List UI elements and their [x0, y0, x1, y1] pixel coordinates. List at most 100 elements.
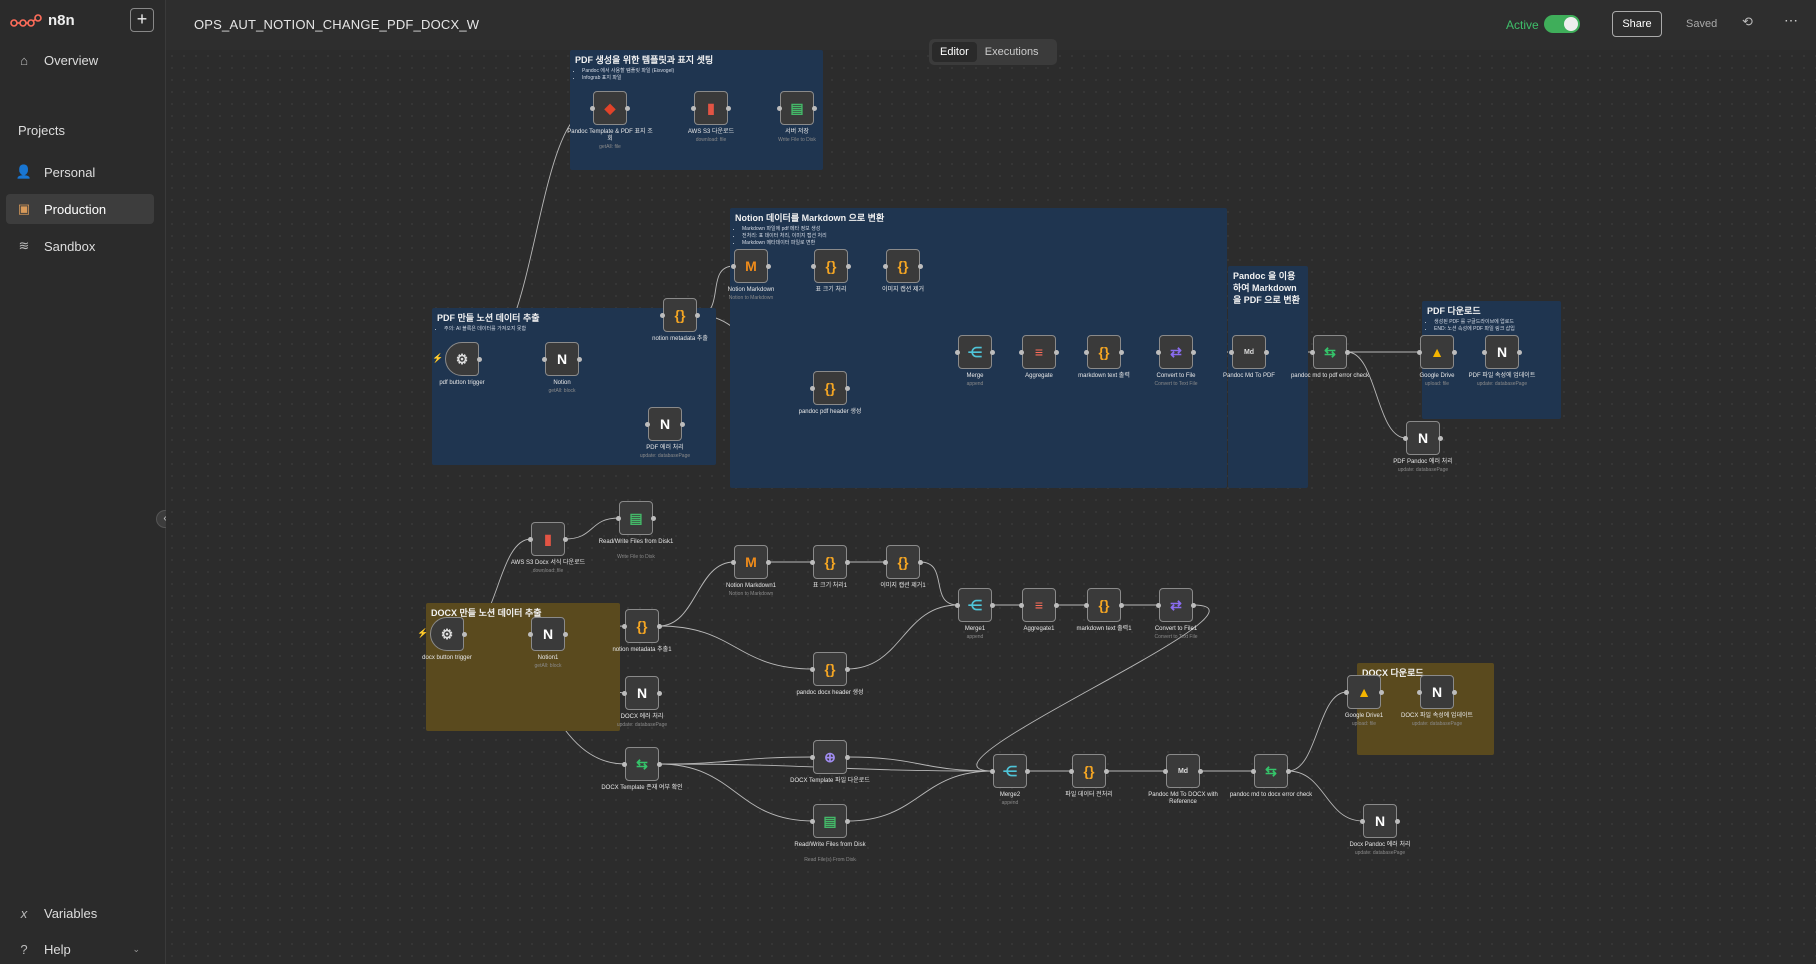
- output-port[interactable]: [1379, 690, 1384, 695]
- input-port[interactable]: [810, 755, 815, 760]
- output-port[interactable]: [1104, 769, 1109, 774]
- workflow-node[interactable]: N: [648, 407, 682, 441]
- input-port[interactable]: [1417, 350, 1422, 355]
- input-port[interactable]: [1360, 819, 1365, 824]
- workflow-node[interactable]: {}: [813, 371, 847, 405]
- n8n-logo[interactable]: n8n: [10, 12, 75, 29]
- input-port[interactable]: [1084, 350, 1089, 355]
- workflow-node[interactable]: ⚙: [430, 617, 464, 651]
- sticky-note[interactable]: Pandoc 을 이용하여 Markdown을 PDF 으로 변환: [1228, 266, 1308, 488]
- output-port[interactable]: [625, 106, 630, 111]
- workflow-node[interactable]: ⇆: [1254, 754, 1288, 788]
- input-port[interactable]: [810, 386, 815, 391]
- input-port[interactable]: [528, 632, 533, 637]
- workflow-node[interactable]: ⇄: [1159, 335, 1193, 369]
- workflow-title[interactable]: OPS_AUT_NOTION_CHANGE_PDF_DOCX_W: [194, 17, 480, 32]
- output-port[interactable]: [1452, 350, 1457, 355]
- output-port[interactable]: [990, 350, 995, 355]
- workflow-node[interactable]: ⋲: [958, 335, 992, 369]
- connection-line[interactable]: [564, 517, 620, 540]
- input-port[interactable]: [1156, 603, 1161, 608]
- connection-line[interactable]: [1287, 770, 1364, 822]
- workflow-node[interactable]: ⇆: [1313, 335, 1347, 369]
- output-port[interactable]: [845, 819, 850, 824]
- active-toggle[interactable]: [1544, 15, 1580, 33]
- connection-line[interactable]: [1287, 691, 1348, 772]
- input-port[interactable]: [590, 106, 595, 111]
- input-port[interactable]: [1229, 350, 1234, 355]
- input-port[interactable]: [691, 106, 696, 111]
- output-port[interactable]: [651, 516, 656, 521]
- workflow-node[interactable]: ▤: [813, 804, 847, 838]
- workflow-node[interactable]: ▤: [619, 501, 653, 535]
- input-port[interactable]: [990, 769, 995, 774]
- connection-line[interactable]: [658, 756, 814, 765]
- workflow-node[interactable]: ⇆: [625, 747, 659, 781]
- input-port[interactable]: [622, 691, 627, 696]
- output-port[interactable]: [1345, 350, 1350, 355]
- output-port[interactable]: [766, 264, 771, 269]
- add-button[interactable]: +: [130, 8, 154, 32]
- input-port[interactable]: [660, 313, 665, 318]
- workflow-node[interactable]: ▲: [1347, 675, 1381, 709]
- input-port[interactable]: [542, 357, 547, 362]
- output-port[interactable]: [766, 560, 771, 565]
- workflow-node[interactable]: ◆: [593, 91, 627, 125]
- output-port[interactable]: [812, 106, 817, 111]
- connection-line[interactable]: [976, 604, 1210, 772]
- sidebar-item-sandbox[interactable]: ≋ Sandbox: [6, 231, 154, 261]
- output-port[interactable]: [1286, 769, 1291, 774]
- workflow-node[interactable]: Md: [1232, 335, 1266, 369]
- input-port[interactable]: [1163, 769, 1168, 774]
- workflow-canvas[interactable]: PDF 생성을 위한 템플릿과 표지 셋팅Pandoc 에서 사용할 템플릿 파…: [166, 50, 1816, 964]
- output-port[interactable]: [657, 691, 662, 696]
- output-port[interactable]: [1198, 769, 1203, 774]
- sticky-note[interactable]: PDF 만들 노션 데이터 추출주의: AI 블록은 데이터를 가져오지 못함: [432, 308, 716, 465]
- connection-line[interactable]: [846, 770, 994, 822]
- input-port[interactable]: [622, 762, 627, 767]
- output-port[interactable]: [1054, 350, 1059, 355]
- input-port[interactable]: [1019, 350, 1024, 355]
- output-port[interactable]: [577, 357, 582, 362]
- input-port[interactable]: [1310, 350, 1315, 355]
- output-port[interactable]: [1191, 350, 1196, 355]
- history-icon[interactable]: ⟲: [1742, 14, 1753, 29]
- output-port[interactable]: [846, 264, 851, 269]
- input-port[interactable]: [883, 560, 888, 565]
- input-port[interactable]: [731, 264, 736, 269]
- output-port[interactable]: [726, 106, 731, 111]
- connection-line[interactable]: [919, 561, 959, 606]
- input-port[interactable]: [528, 537, 533, 542]
- output-port[interactable]: [845, 667, 850, 672]
- connection-line[interactable]: [846, 756, 994, 772]
- input-port[interactable]: [731, 560, 736, 565]
- workflow-node[interactable]: ⊕: [813, 740, 847, 774]
- output-port[interactable]: [680, 422, 685, 427]
- workflow-node[interactable]: ⇄: [1159, 588, 1193, 622]
- output-port[interactable]: [477, 357, 482, 362]
- workflow-node[interactable]: N: [531, 617, 565, 651]
- workflow-node[interactable]: {}: [625, 609, 659, 643]
- workflow-node[interactable]: {}: [663, 298, 697, 332]
- output-port[interactable]: [918, 264, 923, 269]
- share-button[interactable]: Share: [1612, 11, 1662, 37]
- connection-line[interactable]: [658, 763, 814, 822]
- workflow-node[interactable]: {}: [1087, 588, 1121, 622]
- output-port[interactable]: [1025, 769, 1030, 774]
- output-port[interactable]: [845, 560, 850, 565]
- input-port[interactable]: [1482, 350, 1487, 355]
- more-options-icon[interactable]: ⋯: [1784, 12, 1798, 28]
- connection-line[interactable]: [846, 604, 959, 670]
- output-port[interactable]: [990, 603, 995, 608]
- input-port[interactable]: [810, 667, 815, 672]
- output-port[interactable]: [845, 755, 850, 760]
- workflow-node[interactable]: {}: [814, 249, 848, 283]
- workflow-node[interactable]: N: [1420, 675, 1454, 709]
- input-port[interactable]: [810, 560, 815, 565]
- workflow-node[interactable]: {}: [886, 545, 920, 579]
- sidebar-item-variables[interactable]: x Variables: [6, 898, 154, 928]
- output-port[interactable]: [845, 386, 850, 391]
- workflow-node[interactable]: ▮: [694, 91, 728, 125]
- workflow-node[interactable]: N: [545, 342, 579, 376]
- workflow-node[interactable]: {}: [886, 249, 920, 283]
